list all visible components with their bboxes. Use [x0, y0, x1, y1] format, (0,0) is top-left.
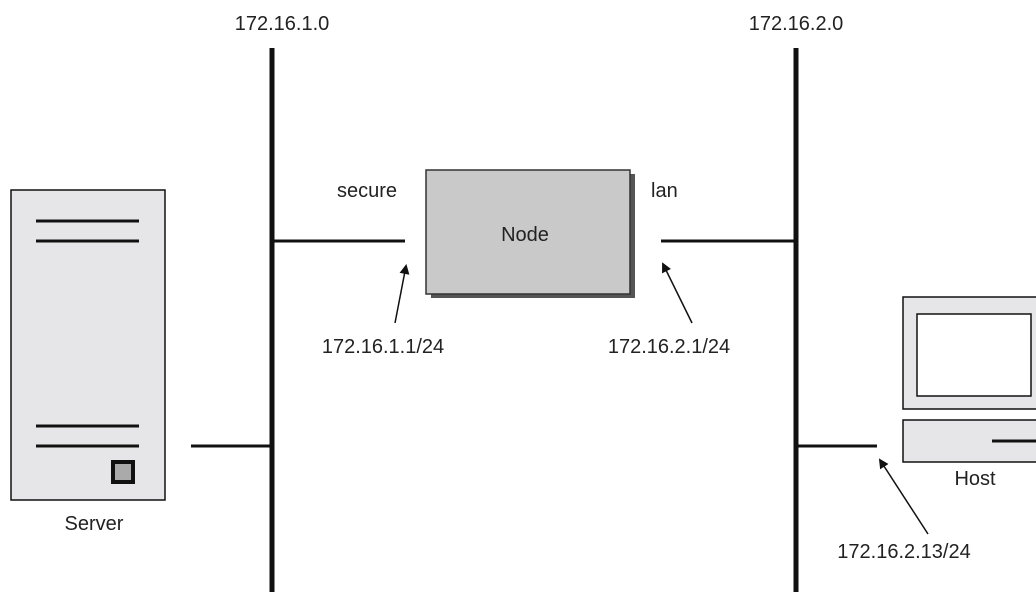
- lan-address-arrow: [662, 262, 693, 324]
- host-address-arrow: [878, 458, 929, 535]
- server-body: [10, 189, 166, 501]
- node-body: [425, 169, 631, 295]
- node-secure-interface-label: secure: [337, 180, 397, 202]
- server-label: Server: [65, 513, 124, 535]
- server-power-button-icon: [111, 460, 135, 484]
- host-label: Host: [954, 468, 996, 490]
- node-lan-interface-label: lan: [651, 180, 678, 202]
- network-right-label: 172.16.2.0: [749, 13, 844, 35]
- host-screen: [916, 313, 1032, 397]
- host-address: 172.16.2.13/24: [837, 541, 970, 563]
- network-left-label: 172.16.1.0: [235, 13, 330, 35]
- node-secure-address: 172.16.1.1/24: [322, 336, 444, 358]
- node-box: [425, 169, 635, 298]
- secure-address-arrow: [394, 264, 410, 324]
- node-label: Node: [501, 224, 549, 246]
- node-lan-address: 172.16.2.1/24: [608, 336, 730, 358]
- desktop-computer-icon: [902, 296, 1036, 463]
- server-icon: [10, 189, 166, 501]
